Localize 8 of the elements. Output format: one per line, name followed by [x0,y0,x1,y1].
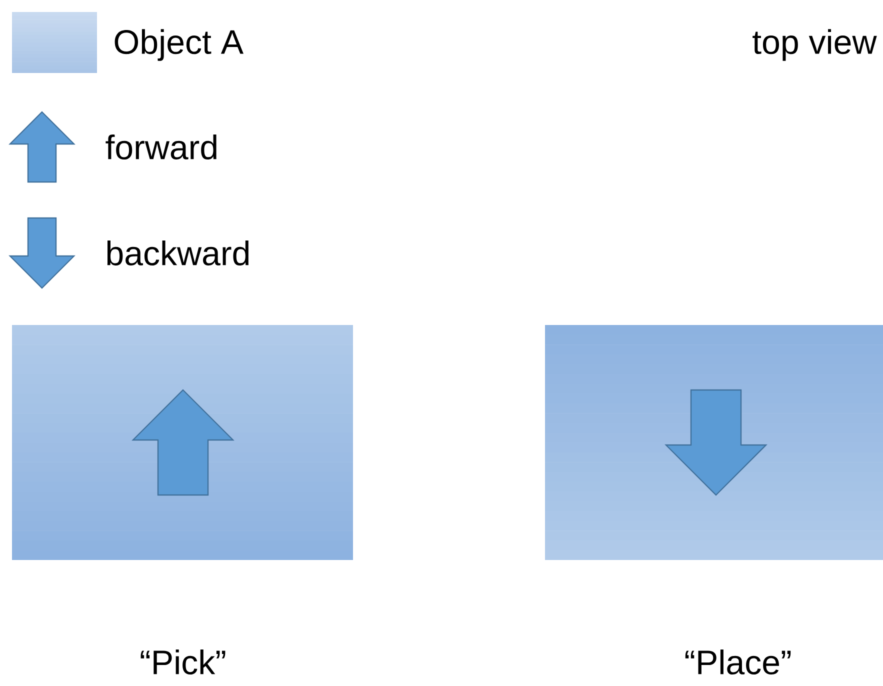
box-label: “Place” [685,650,791,674]
view-label: top view [752,29,877,61]
legend-text: Object A [114,29,244,61]
legend-text: forward [106,134,216,160]
object-box [12,325,353,560]
legend-text: backward [107,240,248,266]
box-label: “Pick” [140,650,226,674]
object-box [545,325,883,560]
